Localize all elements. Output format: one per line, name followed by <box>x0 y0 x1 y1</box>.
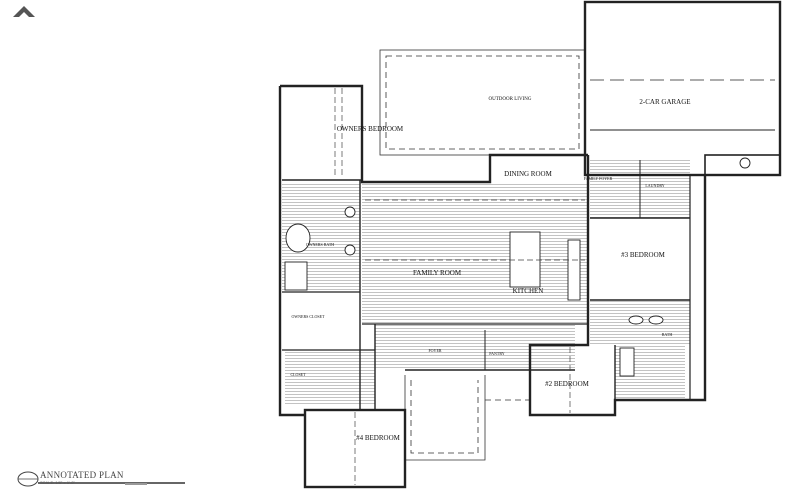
plan-title: ANNOTATED PLAN <box>40 470 124 480</box>
label-laundry: LAUNDRY <box>645 183 664 188</box>
label-owners-bedroom: OWNERS BEDROOM <box>337 125 404 133</box>
label-bath: BATH <box>662 332 673 337</box>
label-bedroom-2: #2 BEDROOM <box>545 380 590 388</box>
label-closet: CLOSET <box>290 372 306 377</box>
room-labels: OWNERS BEDROOM OUTDOOR LIVING DINING ROO… <box>290 97 690 442</box>
label-family-foyer: FAMILY FOYER <box>584 176 613 181</box>
label-foyer: FOYER <box>428 348 441 353</box>
label-outdoor-living: OUTDOOR LIVING <box>489 97 532 102</box>
label-family-room: FAMILY ROOM <box>413 269 462 277</box>
mountain-logo-icon <box>13 6 35 17</box>
label-owners-closet: OWNERS CLOSET <box>292 314 326 319</box>
label-bedroom-3: #3 BEDROOM <box>621 251 666 259</box>
label-bedroom-4: #4 BEDROOM <box>356 434 401 442</box>
walls <box>278 0 782 489</box>
label-kitchen: KITCHEN <box>513 287 544 295</box>
title-block <box>17 471 185 487</box>
center-beam-lines <box>334 88 585 485</box>
front-porch <box>404 375 530 461</box>
label-dining-room: DINING ROOM <box>504 170 552 178</box>
plan-scale: SCALE: 1/8" = 1'-0" <box>40 480 75 485</box>
label-garage: 2-CAR GARAGE <box>639 98 690 106</box>
outdoor-living-area <box>379 49 586 156</box>
label-pantry: PANTRY <box>489 351 505 356</box>
fixtures <box>284 157 751 377</box>
label-owners-bath: OWNERS BATH <box>306 242 334 247</box>
